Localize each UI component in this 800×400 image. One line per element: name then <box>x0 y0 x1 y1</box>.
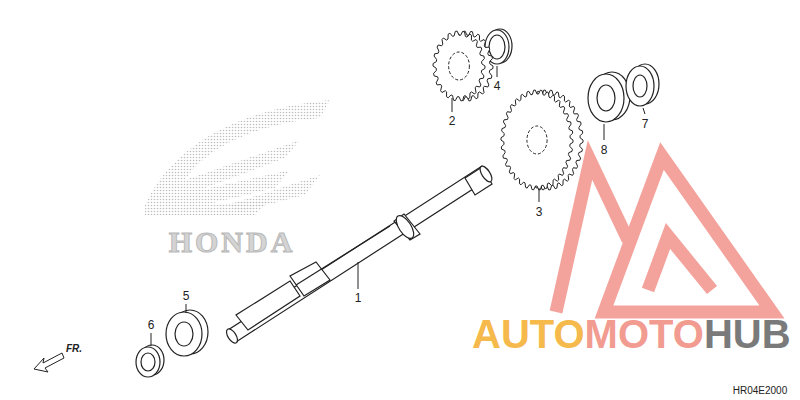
gears <box>433 31 583 190</box>
brand-watermark: HONDA <box>169 227 296 257</box>
gear-face <box>433 31 485 101</box>
gear-face <box>501 90 573 190</box>
callout-number: 2 <box>449 115 456 127</box>
watermark-logo <box>556 156 772 312</box>
callout-number: 1 <box>355 292 362 304</box>
gear <box>501 90 583 190</box>
front-arrow <box>34 353 64 372</box>
honda-wing <box>145 100 330 215</box>
direction-label: FR. <box>66 344 82 354</box>
diagram-code: HR04E2000 <box>733 386 787 396</box>
gear-spline <box>449 52 470 80</box>
callout-number: 6 <box>148 319 155 331</box>
gear-spline <box>527 126 547 154</box>
bearings <box>136 29 659 377</box>
callout-number: 7 <box>642 118 649 130</box>
callout-number: 3 <box>536 206 543 218</box>
watermark-text: HUB <box>704 314 791 354</box>
watermark-text: AUTO <box>472 314 585 354</box>
callout-number: 8 <box>601 144 608 156</box>
callout-number: 5 <box>183 290 190 302</box>
callout-number: 4 <box>494 80 501 92</box>
leader-lines <box>151 66 645 346</box>
gear <box>433 31 493 101</box>
watermark-text: MOTO <box>585 314 704 354</box>
